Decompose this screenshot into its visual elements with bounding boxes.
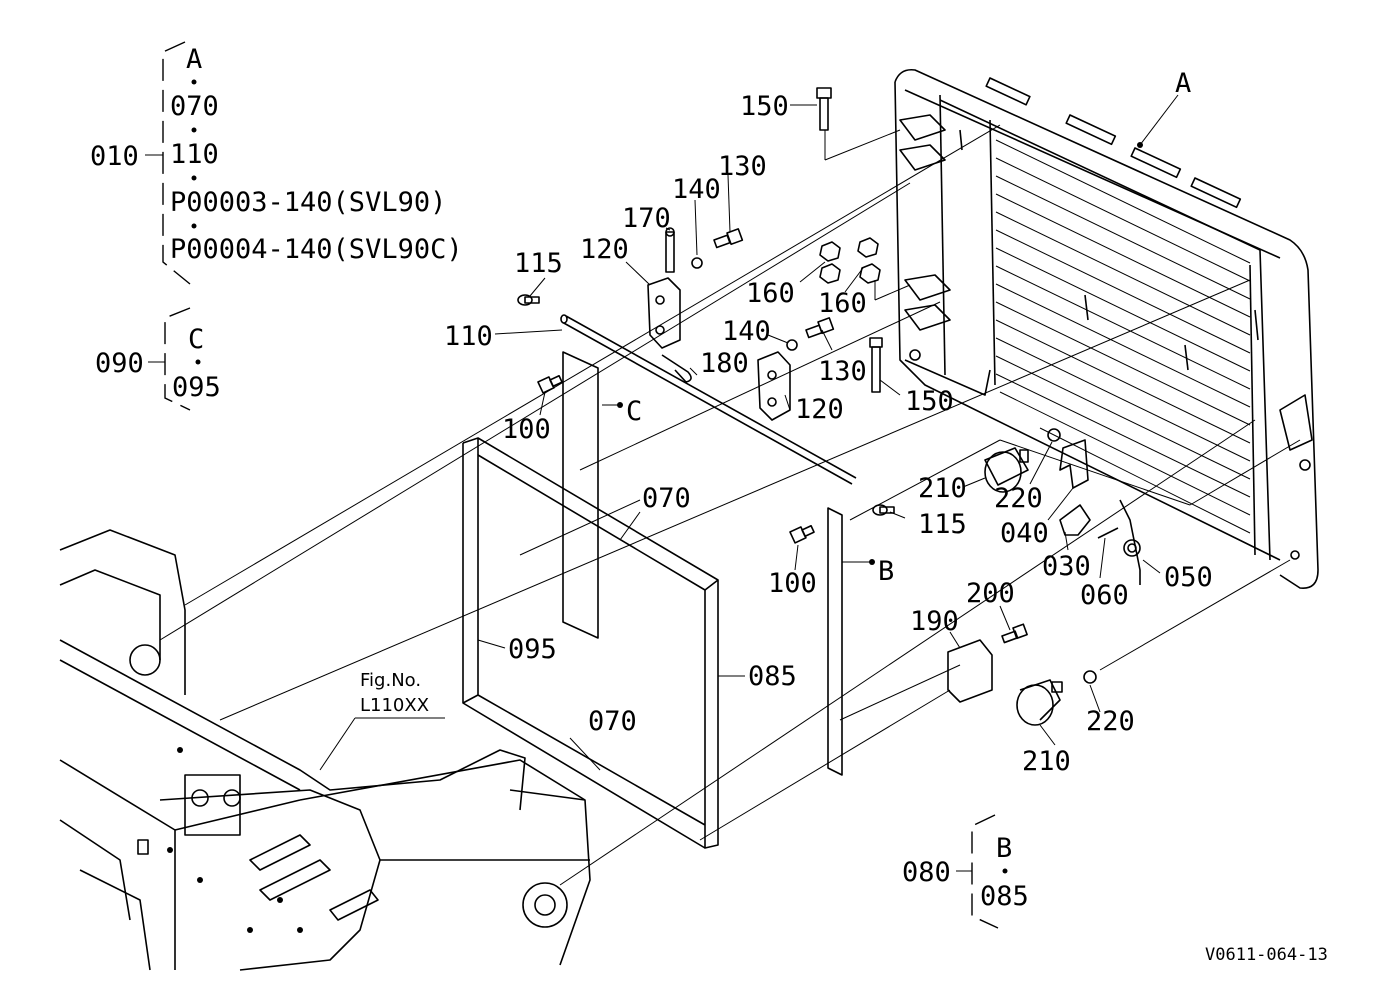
nut-220-upper (1047, 428, 1061, 442)
drawing-code: V0611-064-13 (1205, 945, 1328, 965)
callout-115-lower: 115 (918, 509, 967, 540)
washer-140-top (691, 257, 703, 269)
callout-120-lower: 120 (795, 394, 844, 425)
group-010-item-p00003: P00003-140(SVL90) (170, 187, 446, 218)
seal-strip-c (562, 351, 599, 639)
bolt-130-mid (805, 317, 835, 339)
group-010-item-070: 070 (170, 91, 219, 122)
damper-210-upper (984, 447, 1029, 493)
clip-180 (661, 354, 692, 383)
callout-110: 110 (444, 321, 493, 352)
group-090-item-095: 095 (172, 372, 221, 403)
group-010-item-p00004: P00004-140(SVL90C) (170, 234, 463, 265)
callout-leaders (319, 94, 1179, 771)
callout-050: 050 (1164, 562, 1213, 593)
group-090-item-c: C (188, 324, 204, 355)
callout-150-top: 150 (740, 91, 789, 122)
rod-110 (560, 314, 857, 485)
group-010-label: 010 (90, 141, 139, 172)
seal-frame (462, 437, 719, 849)
callout-140-top: 140 (672, 174, 721, 205)
group-bracket-090 (148, 307, 201, 411)
group-080-label: 080 (902, 857, 951, 888)
callout-200: 200 (966, 578, 1015, 609)
hinge-plate-120-lower (757, 351, 791, 421)
damper-210-lower (1016, 679, 1063, 726)
grille-louvers (995, 139, 1251, 534)
pin-170 (665, 227, 675, 273)
callout-220-lower: 220 (1086, 706, 1135, 737)
callout-120-upper: 120 (580, 234, 629, 265)
callout-210-lower: 210 (1022, 746, 1071, 777)
group-bracket-010 (145, 41, 197, 285)
plug-115-upper (517, 294, 540, 306)
spring-050 (1119, 499, 1141, 585)
callout-115-upper: 115 (514, 248, 563, 279)
plug-115-lower (872, 504, 895, 516)
callout-a: A (1175, 68, 1191, 99)
callout-150-lower: 150 (905, 386, 954, 417)
pin-060 (1097, 527, 1119, 539)
callout-030: 030 (1042, 551, 1091, 582)
callout-100-left: 100 (502, 414, 551, 445)
callout-095: 095 (508, 634, 557, 665)
hinge-plate-120-upper (647, 277, 681, 349)
callout-b: B (878, 556, 894, 587)
callout-040: 040 (1000, 518, 1049, 549)
bolt-150-lower (869, 337, 883, 393)
callout-140-mid: 140 (722, 316, 771, 347)
callout-220-upper: 220 (994, 483, 1043, 514)
callout-180: 180 (700, 348, 749, 379)
callout-070-upper: 070 (642, 483, 691, 514)
group-090-label: 090 (95, 348, 144, 379)
bolt-200 (1001, 623, 1028, 644)
fig-ref-line2: L110XX (360, 695, 429, 716)
group-080-item-085: 085 (980, 881, 1029, 912)
fig-ref-line1: Fig.No. (360, 670, 421, 691)
callout-100-right: 100 (768, 568, 817, 599)
callout-070-lower: 070 (588, 706, 637, 737)
bolt-150-top (816, 87, 832, 131)
callout-085: 085 (748, 661, 797, 692)
group-010-item-a: A (186, 44, 202, 75)
callout-130-top: 130 (718, 151, 767, 182)
bolt-100-left (537, 374, 563, 394)
seal-strip-b (827, 507, 843, 776)
callout-c: C (626, 396, 642, 427)
machine-body (59, 529, 591, 971)
group-080-item-b: B (996, 833, 1012, 864)
bolt-130-top (713, 228, 744, 249)
nut-220-lower (1083, 670, 1097, 684)
bolt-100-right (789, 524, 815, 544)
callout-170: 170 (622, 203, 671, 234)
plate-030 (1059, 504, 1091, 536)
bracket-190 (947, 639, 993, 703)
callout-210-upper: 210 (918, 473, 967, 504)
group-bracket-080 (956, 814, 1008, 929)
callout-160-left: 160 (746, 278, 795, 309)
callout-160-right: 160 (818, 288, 867, 319)
grille-assembly-a (894, 68, 1319, 589)
group-010-item-110: 110 (170, 139, 219, 170)
nuts-160 (819, 237, 881, 284)
washer-140-mid (786, 339, 798, 351)
callout-060: 060 (1080, 580, 1129, 611)
callout-130-mid: 130 (818, 356, 867, 387)
callout-190: 190 (910, 606, 959, 637)
